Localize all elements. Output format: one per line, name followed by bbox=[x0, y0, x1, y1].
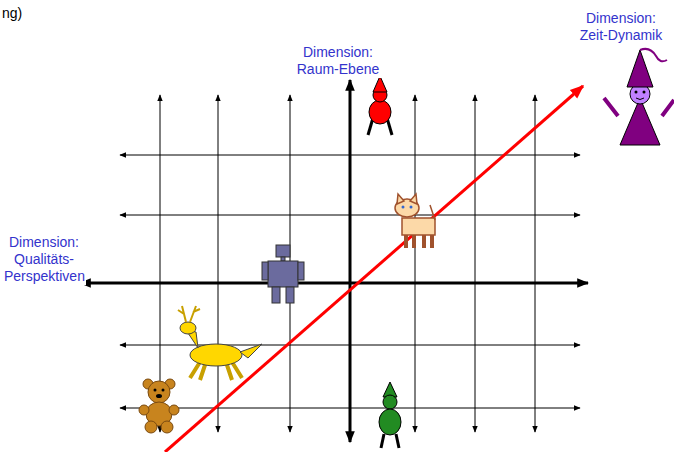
axis-title: Dimension: Raum-Ebene bbox=[288, 44, 388, 78]
cut-off-text: ng) bbox=[0, 5, 34, 22]
deer bbox=[178, 306, 262, 380]
grid-lines bbox=[80, 80, 588, 442]
axis-title: Dimension: Qualitäts- Perspektiven bbox=[2, 234, 86, 285]
green-gnome bbox=[379, 382, 401, 448]
time-axis bbox=[165, 86, 583, 452]
robot bbox=[262, 245, 304, 303]
witch bbox=[604, 49, 674, 145]
red-gnome bbox=[368, 76, 392, 135]
cat bbox=[395, 194, 435, 248]
axis-title: Dimension: Zeit-Dynamik bbox=[571, 10, 671, 44]
teddy-bear bbox=[139, 379, 179, 433]
